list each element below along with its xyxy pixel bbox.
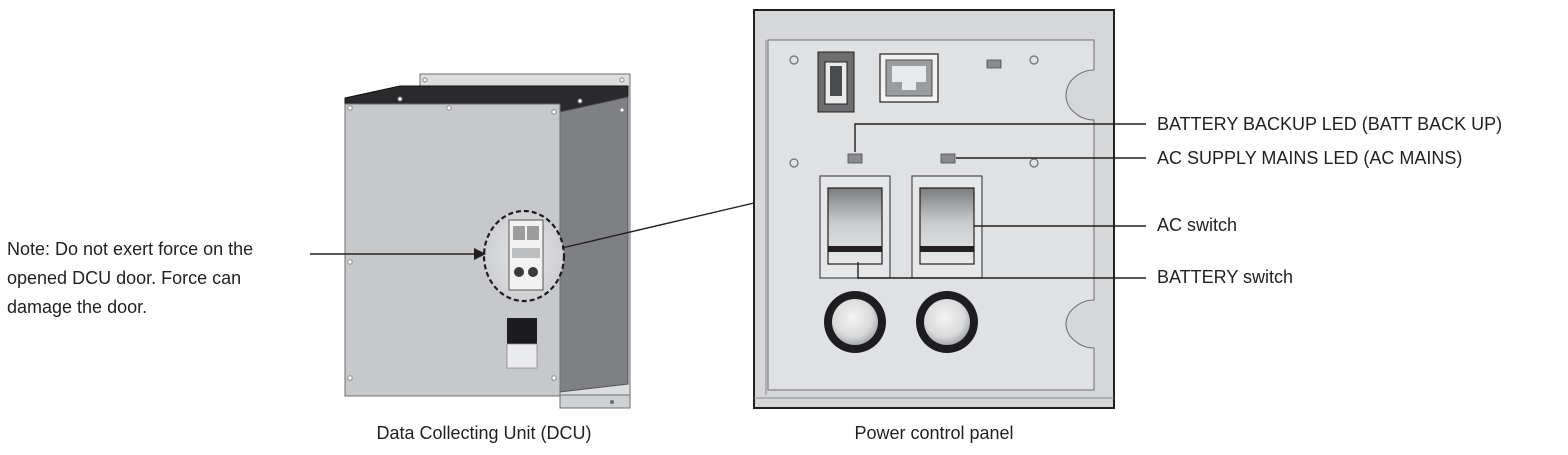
power-control-panel xyxy=(753,9,1115,409)
ac-supply-mains-led xyxy=(940,153,956,164)
dcu-cabinet xyxy=(344,73,631,409)
battery-backup-led-leader xyxy=(854,123,1146,152)
battery-backup-led-label: BATTERY BACKUP LED (BATT BACK UP) xyxy=(1157,114,1503,134)
note-line-2: opened DCU door. Force can xyxy=(7,268,242,288)
dcu-caption: Data Collecting Unit (DCU) xyxy=(376,423,592,443)
leader-lines xyxy=(310,123,1146,279)
usb-port xyxy=(817,51,855,113)
panel-caption: Power control panel xyxy=(854,423,1014,443)
note-line-3: damage the door. xyxy=(7,297,148,317)
battery-backup-led xyxy=(847,153,863,164)
lan-port xyxy=(879,53,939,103)
left-knob xyxy=(824,291,886,353)
ac-supply-mains-led-label: AC SUPPLY MAINS LED (AC MAINS) xyxy=(1157,148,1463,168)
battery-switch xyxy=(819,175,891,279)
ac-switch-label: AC switch xyxy=(1157,215,1238,235)
battery-switch-leader xyxy=(857,262,1146,279)
note-arrowhead xyxy=(474,248,486,260)
ac-switch xyxy=(911,175,983,279)
zoom-connector-line xyxy=(561,202,755,249)
right-knob xyxy=(916,291,978,353)
note-line-1: Note: Do not exert force on the xyxy=(7,239,254,259)
battery-switch-label: BATTERY switch xyxy=(1157,267,1294,287)
